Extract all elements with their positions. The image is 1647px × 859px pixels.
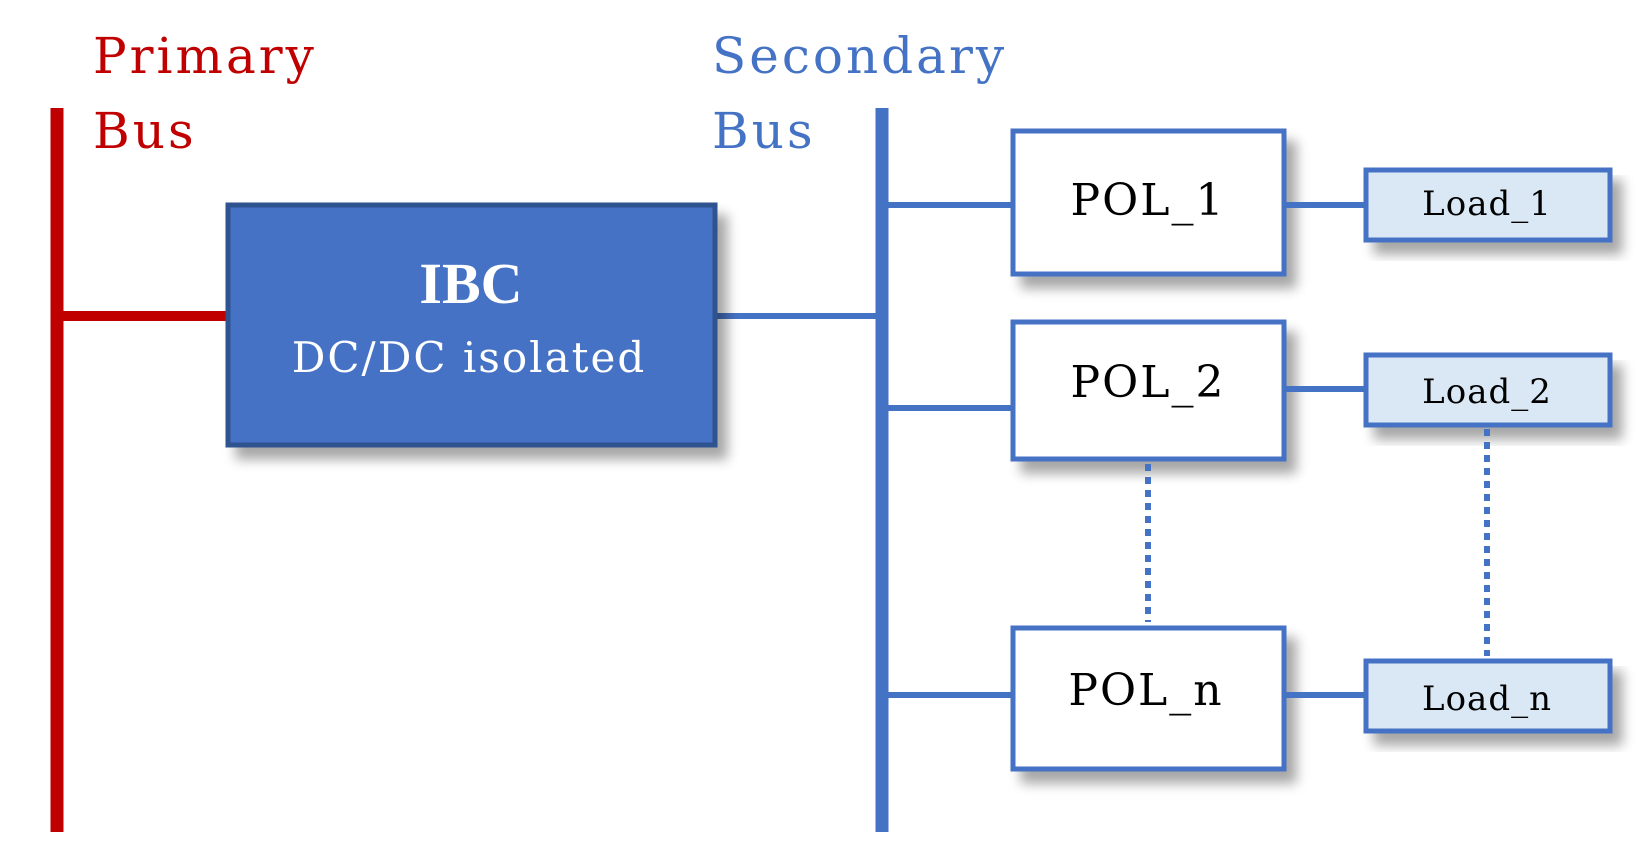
ibc-block: IBC DC/DC isolated xyxy=(225,202,718,448)
primary-bus-label-line2: Bus xyxy=(93,102,197,160)
poln-box xyxy=(1010,625,1287,772)
secondary-bus-label-line1: Secondary xyxy=(712,27,1007,85)
pol2-label: POL_2 xyxy=(1071,357,1226,408)
loadn-block: Load_n xyxy=(1363,658,1613,734)
pol2-block: POL_2 xyxy=(1010,319,1287,462)
loadn-box xyxy=(1363,658,1613,734)
ibc-subtitle: DC/DC isolated xyxy=(292,333,646,382)
poln-block: POL_n xyxy=(1010,625,1287,772)
load2-box xyxy=(1363,352,1613,428)
load1-block: Load_1 xyxy=(1363,167,1613,243)
load1-box xyxy=(1363,167,1613,243)
pol1-block: POL_1 xyxy=(1010,128,1287,277)
ibc-title: IBC xyxy=(419,251,522,316)
ibc-box xyxy=(225,202,718,448)
pol1-box xyxy=(1010,128,1287,277)
load1-label: Load_1 xyxy=(1422,184,1552,224)
load2-label: Load_2 xyxy=(1422,372,1552,412)
secondary-bus-label-line2: Bus xyxy=(712,102,816,160)
pol1-label: POL_1 xyxy=(1071,175,1226,226)
poln-label: POL_n xyxy=(1068,665,1223,716)
load2-block: Load_2 xyxy=(1363,352,1613,428)
pol2-box xyxy=(1010,319,1287,462)
primary-bus-label-line1: Primary xyxy=(93,27,317,85)
loadn-label: Load_n xyxy=(1422,679,1552,719)
